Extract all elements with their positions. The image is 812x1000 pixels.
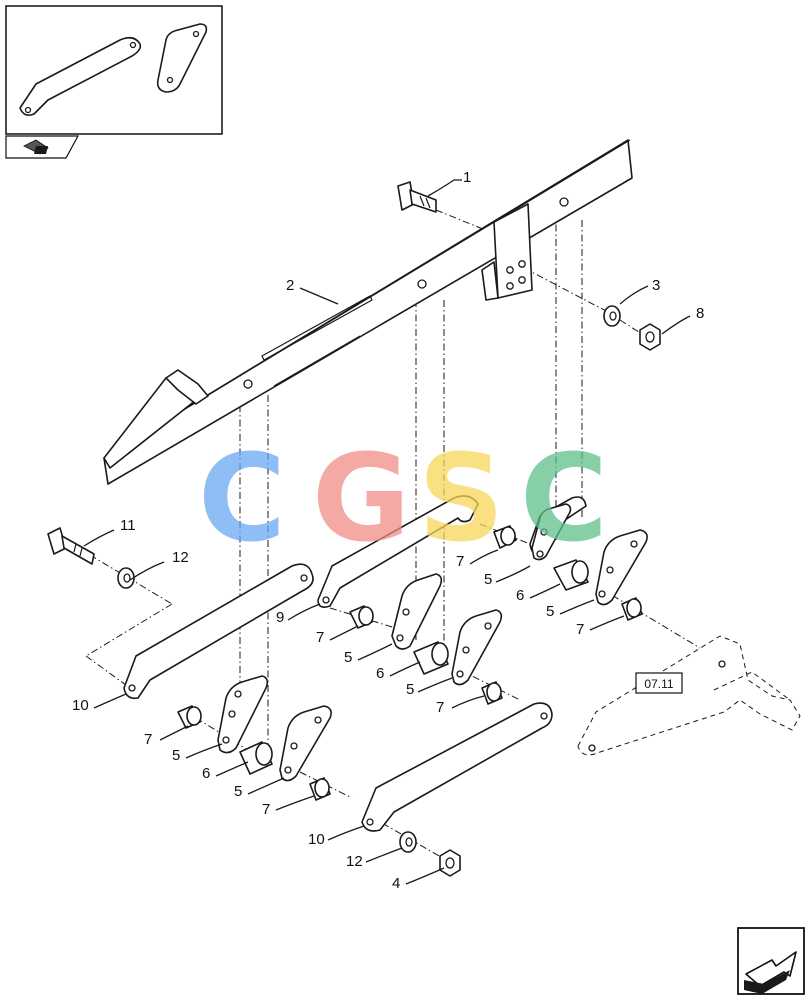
bushing-group-a <box>493 503 648 621</box>
reference-box[interactable]: 07.11 <box>635 672 683 694</box>
callout-5-e: 5 <box>172 747 180 764</box>
callout-7-e: 7 <box>144 731 152 748</box>
callout-12-upper: 12 <box>172 549 189 566</box>
bracket-5b <box>595 529 648 606</box>
spacer-7c <box>349 605 374 629</box>
bushing-group-b <box>349 573 503 705</box>
bushing-6c <box>239 741 273 775</box>
arm-10-lower <box>361 702 553 832</box>
bracket-5d <box>451 609 503 686</box>
thumbnail-bracket-icon <box>156 23 208 93</box>
bracket-5e <box>217 675 269 754</box>
callout-7-f: 7 <box>262 801 270 818</box>
leader-lines <box>83 179 691 885</box>
callout-10-upper: 10 <box>72 697 89 714</box>
callout-3: 3 <box>652 277 660 294</box>
callout-11: 11 <box>120 517 136 534</box>
watermark-letter-4: C <box>520 430 608 569</box>
bushing-6b <box>413 641 449 675</box>
spacer-7d <box>481 681 503 705</box>
callout-10-lower: 10 <box>308 831 325 848</box>
bushing-6a <box>553 559 589 591</box>
mounting-plate <box>481 203 533 301</box>
watermark: C G S C <box>198 430 608 569</box>
callout-12-lower: 12 <box>346 853 363 870</box>
thumbnail-panel <box>5 5 223 135</box>
callout-1: 1 <box>463 169 471 186</box>
callout-5-d: 5 <box>406 681 414 698</box>
bolt-11 <box>47 527 95 565</box>
watermark-letter-3: S <box>418 430 504 569</box>
callout-7-b: 7 <box>576 621 584 638</box>
callout-6-a: 6 <box>516 587 524 604</box>
callout-4: 4 <box>392 875 400 892</box>
arm-9 <box>317 495 479 608</box>
reference-box-label: 07.11 <box>644 677 673 691</box>
assembly-guides <box>85 209 701 861</box>
washer-3 <box>603 305 621 327</box>
next-page-arrow-icon[interactable] <box>737 927 805 995</box>
callout-9: 9 <box>276 609 284 626</box>
reference-assembly-outline <box>577 635 801 756</box>
arm-10-upper <box>123 563 314 700</box>
callouts: 1 2 3 8 11 12 7 5 6 5 7 9 7 5 6 5 7 10 7… <box>72 169 704 892</box>
callout-6-c: 6 <box>202 765 210 782</box>
washer-12-upper <box>117 567 135 589</box>
bushing-group-c <box>177 675 332 801</box>
washer-12-lower <box>399 831 417 853</box>
spacer-7e <box>177 705 202 729</box>
bracket-5a <box>531 503 572 561</box>
callout-5-b: 5 <box>546 603 554 620</box>
watermark-letter-2: G <box>312 430 411 569</box>
bracket-5f <box>279 705 332 782</box>
bolt-1 <box>397 181 437 213</box>
spacer-7b <box>621 597 643 621</box>
callout-2: 2 <box>286 277 294 294</box>
spacer-7f <box>309 777 331 801</box>
page-turn-icon[interactable] <box>5 135 80 159</box>
callout-5-c: 5 <box>344 649 352 666</box>
callout-7-d: 7 <box>436 699 444 716</box>
bracket-5c <box>391 573 443 650</box>
callout-8: 8 <box>696 305 704 322</box>
callout-6-b: 6 <box>376 665 384 682</box>
callout-5-a: 5 <box>484 571 492 588</box>
callout-5-f: 5 <box>234 783 242 800</box>
callout-7-c: 7 <box>316 629 324 646</box>
watermark-letter-1: C <box>198 430 286 569</box>
spacer-7a <box>493 525 517 549</box>
callout-7-a: 7 <box>456 553 464 570</box>
thumbnail-arm-icon <box>19 36 142 116</box>
nut-4 <box>439 849 461 877</box>
nut-8 <box>639 323 661 351</box>
